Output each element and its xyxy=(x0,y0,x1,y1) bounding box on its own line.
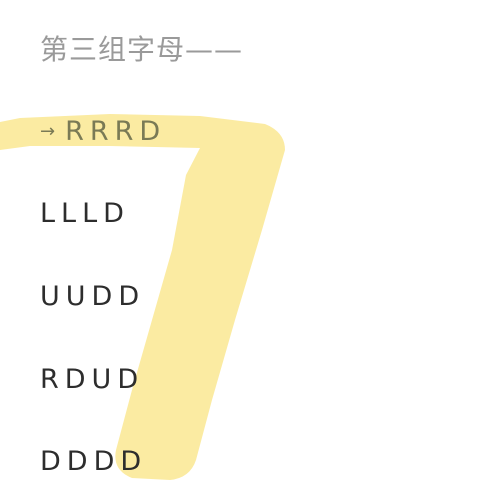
arrow-icon: → xyxy=(40,121,56,142)
row-letters: UUDD xyxy=(40,281,146,312)
letter-row-1: → RRRD xyxy=(40,116,166,147)
letter-row-3: UUDD xyxy=(40,281,145,312)
row-letters: DDDD xyxy=(40,446,148,477)
letter-row-5: DDDD xyxy=(40,446,147,477)
letter-row-2: LLLD xyxy=(40,198,130,229)
letter-row-4: RDUD xyxy=(40,364,144,395)
row-letters: LLLD xyxy=(40,198,130,229)
group-heading: 第三组字母—— xyxy=(40,33,244,66)
row-letters: RDUD xyxy=(40,364,145,395)
row-letters: RRRD xyxy=(65,116,167,147)
